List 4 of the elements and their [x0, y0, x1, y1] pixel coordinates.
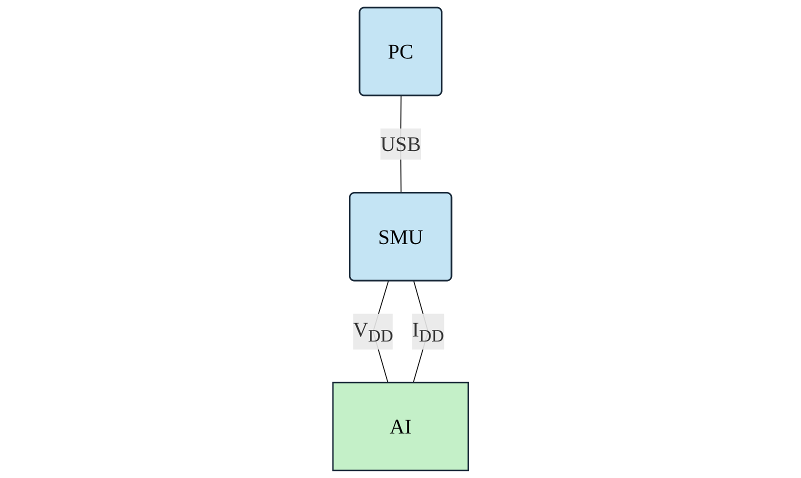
- edge-label: USB: [380, 132, 421, 156]
- edge-label: V$_{DD}$: [353, 317, 394, 346]
- node-box: AI: [332, 382, 469, 472]
- edge-label: I$_{DD}$: [412, 317, 444, 346]
